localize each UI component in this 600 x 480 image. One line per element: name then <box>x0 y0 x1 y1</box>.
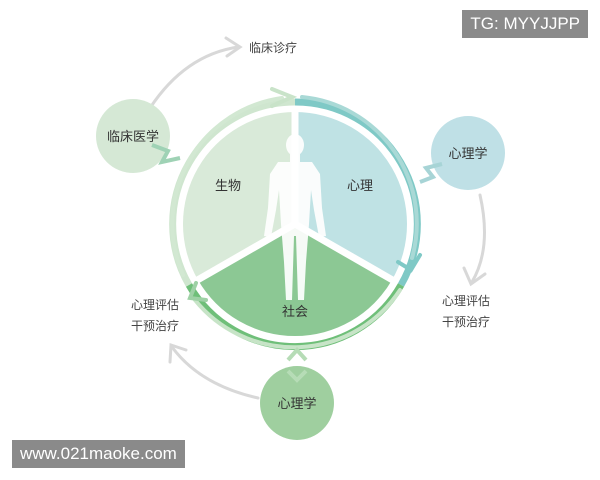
node-clinical-medicine: 临床医学 <box>96 99 170 173</box>
arrow-to-left-eval <box>170 345 260 400</box>
arrowhead-right-eval <box>462 266 487 287</box>
label-left-eval-line2: 干预治疗 <box>131 319 179 333</box>
outer-arc-teal <box>300 95 419 260</box>
ring-arrowhead-right <box>396 253 422 273</box>
outer-cycle-arrows <box>148 36 487 400</box>
ring-arrowhead-top <box>270 87 298 108</box>
watermark-telegram: TG: MYYJJPP <box>462 10 588 38</box>
arrowhead-left-eval <box>168 342 188 364</box>
human-figure-icon <box>264 134 326 300</box>
node-clinical-medicine-label: 临床医学 <box>107 129 159 145</box>
outer-ring <box>170 95 419 350</box>
node-psychology-bottom-label: 心理学 <box>277 396 316 412</box>
arrowhead-clinical-diagnosis <box>224 36 243 58</box>
pie-label-social: 社会 <box>282 304 308 320</box>
label-right-eval-line1: 心理评估 <box>442 294 490 308</box>
watermark-website: www.021maoke.com <box>12 440 185 468</box>
connector-psych-bottom <box>286 347 308 383</box>
outer-arc-bottom <box>193 288 402 350</box>
connector-psych-right <box>419 162 443 184</box>
node-psychology-right-label: 心理学 <box>448 146 487 162</box>
arrow-to-clinical-diagnosis <box>148 45 240 110</box>
pie-label-psych: 心理 <box>347 179 373 194</box>
label-right-eval-line2: 干预治疗 <box>442 315 490 329</box>
outer-arc-green <box>170 96 284 277</box>
node-psychology-bottom: 心理学 <box>260 366 334 440</box>
label-left-eval-line1: 心理评估 <box>131 298 179 312</box>
node-psychology-right: 心理学 <box>431 116 505 190</box>
ring-arrowhead-left <box>187 281 208 302</box>
pie-label-bio: 生物 <box>215 179 241 194</box>
ring-arrowheads <box>187 87 422 302</box>
connector-clinical <box>151 143 181 165</box>
arrow-to-right-eval <box>470 193 486 284</box>
label-clinical-diagnosis: 临床诊疗 <box>249 41 297 55</box>
